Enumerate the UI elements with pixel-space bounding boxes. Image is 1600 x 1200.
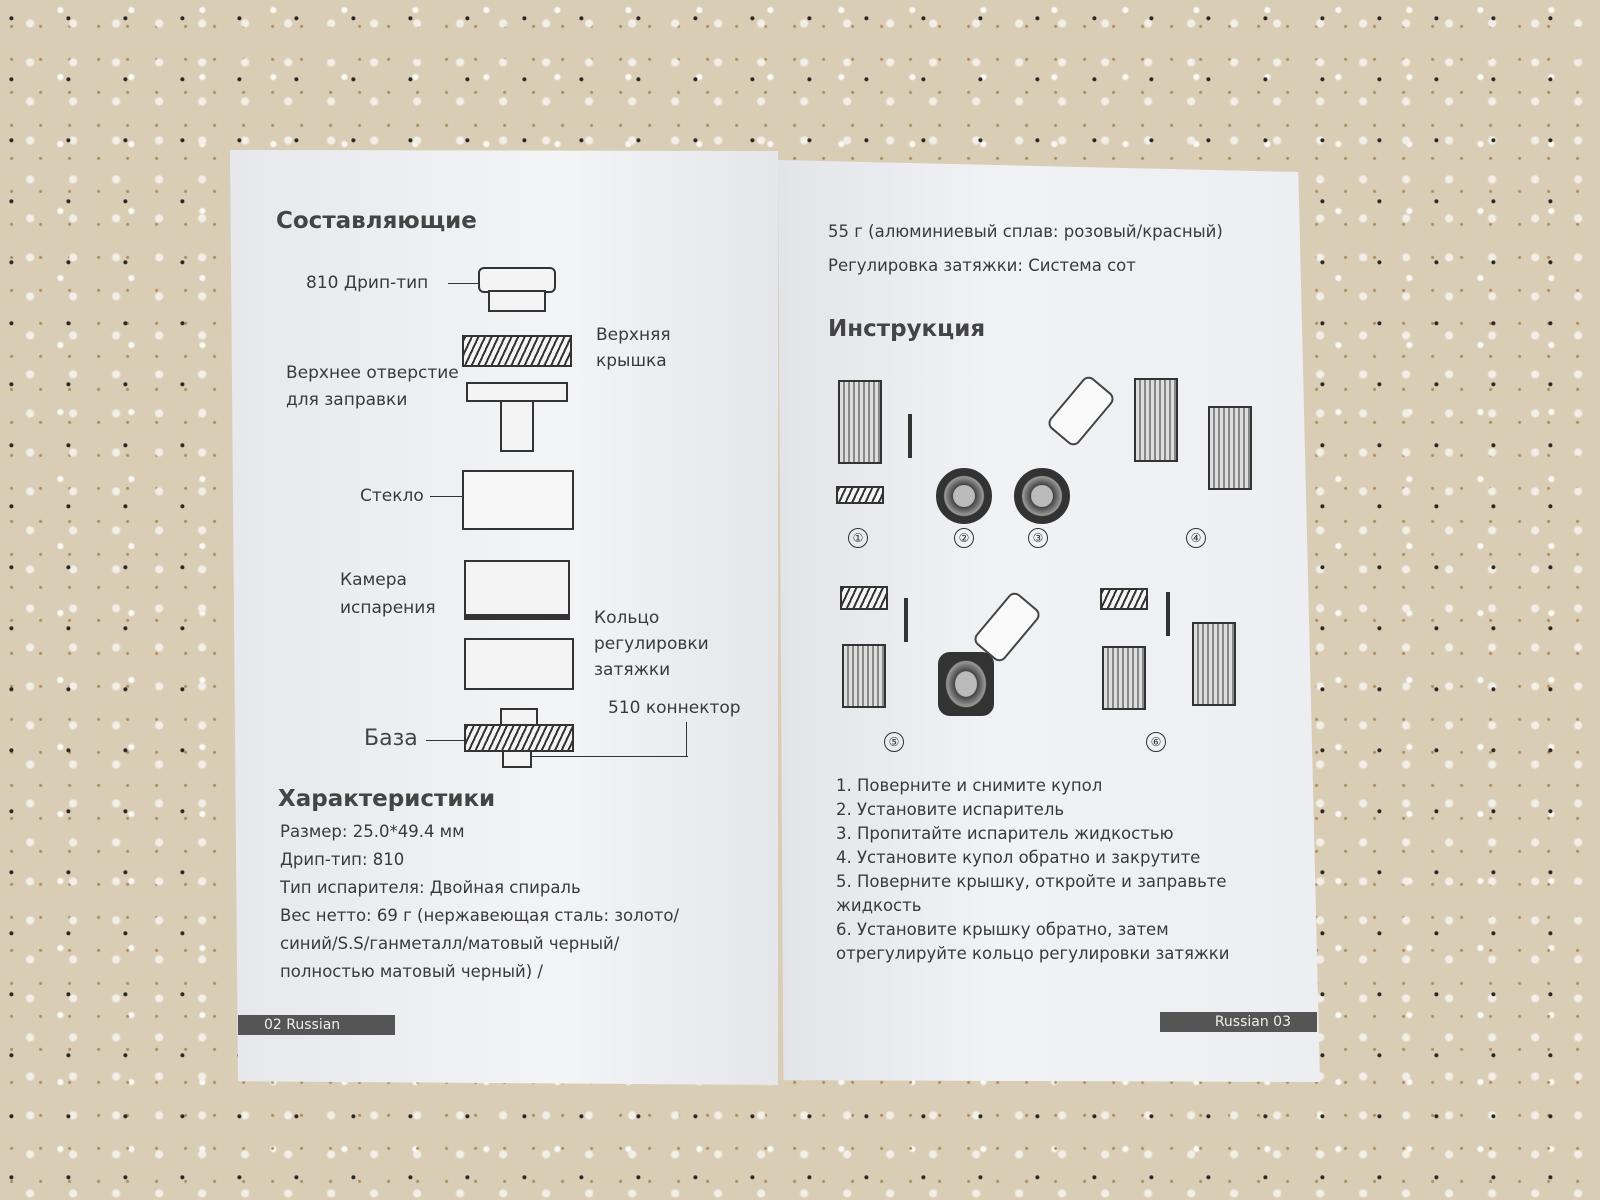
cap-illustration (840, 586, 888, 610)
label-connector: 510 коннектор (608, 698, 741, 718)
specs-title: Характеристики (278, 786, 496, 812)
spec-line: Вес нетто: 69 г (нержавеющая сталь: золо… (280, 906, 680, 925)
tank-illustration (838, 380, 882, 464)
tank-illustration (1134, 378, 1178, 462)
chimney-part (500, 400, 534, 452)
spec-line: Тип испарителя: Двойная спираль (280, 878, 581, 897)
label-base: База (364, 726, 418, 751)
glass-part (462, 470, 574, 530)
base-part (464, 724, 574, 752)
label-glass: Стекло (360, 486, 424, 506)
base-top (500, 708, 538, 726)
tank-open-illustration (938, 652, 994, 716)
instruction-step: отрегулируйте кольцо регулировки затяжки (836, 944, 1230, 963)
page-footer-left: 02 Russian (238, 1015, 395, 1035)
chamber-part (464, 560, 570, 620)
arrow-down-icon (1166, 592, 1170, 636)
spec-continued: 55 г (алюминиевый сплав: розовый/красный… (828, 222, 1223, 241)
coil-illustration (1014, 468, 1070, 524)
step-number: ⑤ (884, 732, 904, 752)
instruction-step: 6. Установите крышку обратно, затем (836, 920, 1169, 939)
tank-illustration (842, 644, 886, 708)
cap-illustration (1100, 588, 1148, 610)
coil-illustration (936, 468, 992, 524)
arrow-up-icon (904, 598, 908, 642)
airflow-ring-part (464, 638, 574, 690)
arrow-up-icon (908, 414, 912, 458)
instruction-step: 1. Поверните и снимите купол (836, 776, 1103, 795)
step-number: ⑥ (1146, 732, 1166, 752)
label-fill-port-2: для заправки (286, 390, 408, 410)
label-drip-tip: 810 Дрип-тип (306, 273, 429, 293)
label-airflow-2: регулировки (594, 634, 709, 654)
instruction-step: 4. Установите купол обратно и закрутите (836, 848, 1201, 867)
top-cap-part (462, 335, 572, 367)
tank-illustration (1102, 646, 1146, 710)
label-chamber-1: Камера (340, 570, 407, 590)
right-page: 55 г (алюминиевый сплав: розовый/красный… (778, 160, 1320, 1082)
spec-line: Дрип-тип: 810 (280, 850, 405, 869)
instruction-step: 2. Установите испаритель (836, 800, 1065, 819)
label-top-cap-1: Верхняя (596, 325, 671, 345)
spec-line: Размер: 25.0*49.4 мм (280, 822, 465, 841)
instruction-step: жидкость (836, 896, 922, 915)
tank-illustration (1192, 622, 1236, 706)
page-footer-right: Russian 03 (1160, 1012, 1317, 1032)
base-illustration (836, 486, 884, 504)
label-top-cap-2: крышка (596, 351, 667, 371)
bottle-icon (1045, 373, 1117, 449)
label-airflow-3: затяжки (594, 660, 671, 680)
step-number: ③ (1028, 528, 1048, 548)
components-title: Составляющие (276, 208, 477, 234)
spec-line: полностью матовый черный) / (280, 962, 543, 981)
connector-part (502, 750, 532, 768)
spec-line: синий/S.S/ганметалл/матовый черный/ (280, 934, 620, 953)
instructions-title: Инструкция (828, 316, 986, 342)
step-number: ① (848, 528, 868, 548)
tank-illustration (1208, 406, 1252, 490)
step-number: ② (954, 528, 974, 548)
instruction-step: 3. Пропитайте испаритель жидкостью (836, 824, 1174, 843)
label-airflow-1: Кольцо (594, 608, 660, 628)
fill-port-part (466, 382, 568, 402)
instruction-step: 5. Поверните крышку, откройте и заправьт… (836, 872, 1227, 891)
left-page: Составляющие 810 Дрип-тип Верхняя крышка… (230, 150, 778, 1085)
label-chamber-2: испарения (340, 598, 436, 618)
spec-continued: Регулировка затяжки: Система сот (828, 256, 1136, 275)
step-number: ④ (1186, 528, 1206, 548)
label-fill-port-1: Верхнее отверстие (286, 363, 459, 383)
drip-tip-base (488, 290, 546, 312)
